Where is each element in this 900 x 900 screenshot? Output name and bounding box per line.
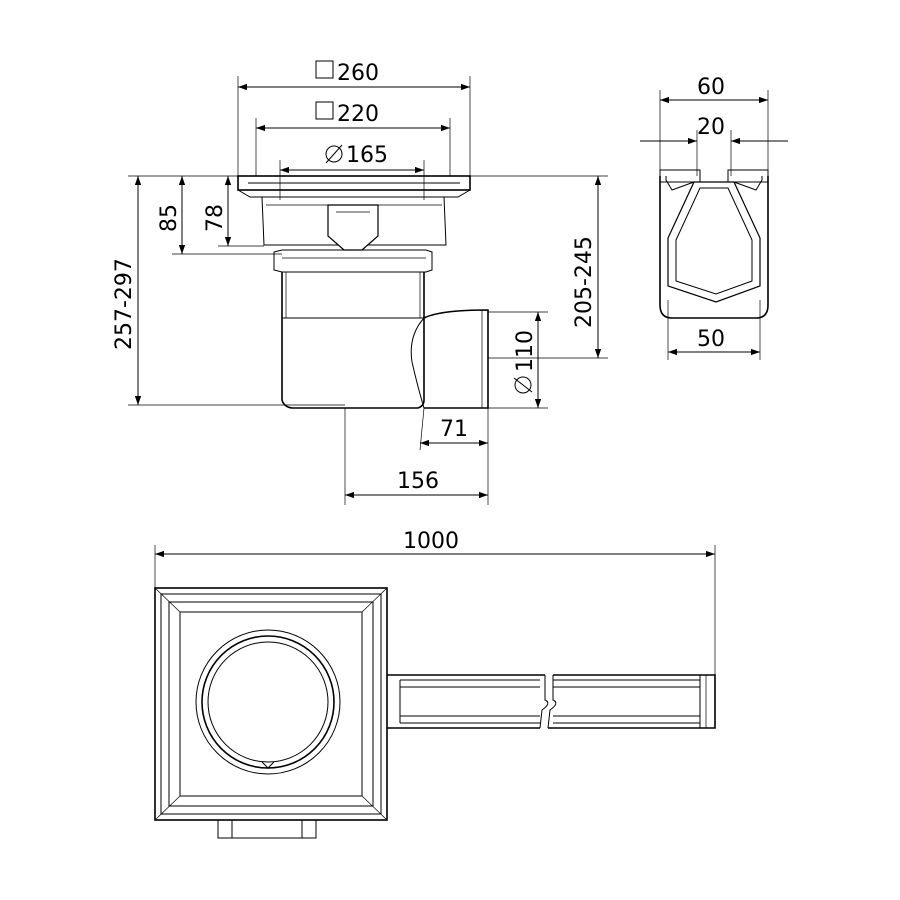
channel-section: 60 20 50 [640,75,788,360]
side-view: 260 220 165 257-297 85 78 205-245 [112,60,608,505]
dim-length-1000: 1000 [403,529,459,554]
dim-square-260: 260 [337,61,379,86]
dim-height-78: 78 [203,204,228,232]
dim-channel-50: 50 [697,327,725,352]
dim-square-220: 220 [337,102,379,127]
dim-channel-20: 20 [697,115,725,140]
dim-height-85: 85 [157,204,182,232]
dim-height-205-245: 205-245 [572,236,597,328]
dim-diameter-165: 165 [346,143,388,168]
dim-length-71: 71 [440,417,468,442]
dim-length-156: 156 [397,469,439,494]
dim-height-257-297: 257-297 [112,258,137,350]
dim-diameter-110: 110 [513,330,538,372]
plan-view: 1000 [154,529,716,839]
dim-channel-60: 60 [697,75,725,100]
